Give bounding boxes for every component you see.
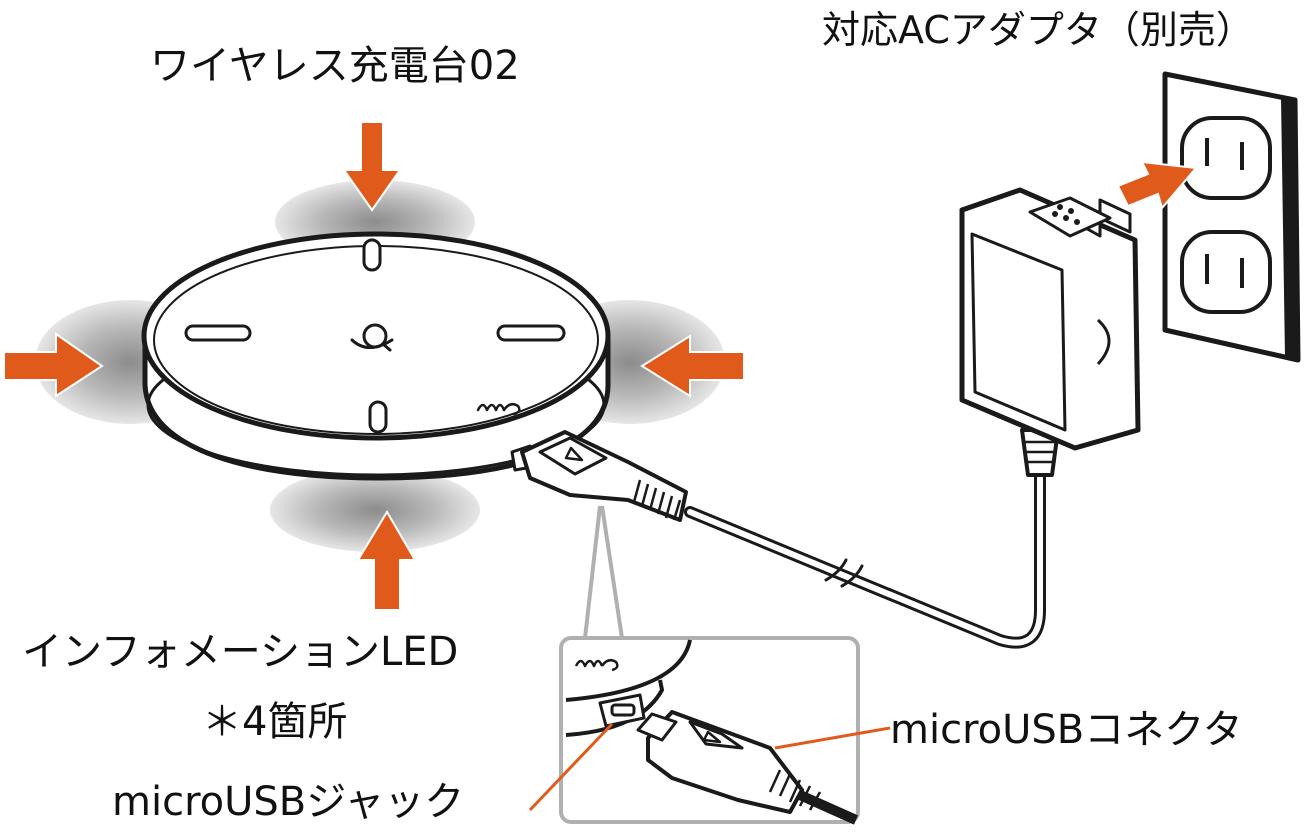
cable (684, 464, 1046, 649)
ac-adapter (959, 187, 1141, 477)
arrow-bottom (356, 510, 417, 611)
plug-grip (632, 479, 682, 521)
callout-guide (583, 505, 624, 639)
arrow-adapter-to-outlet (1116, 160, 1198, 211)
adapter-top-plate (1028, 196, 1112, 238)
inset-connector-triangle-icon (702, 730, 722, 744)
adapter-vent-dots (1052, 204, 1080, 225)
label-micro-usb-connector: microUSBコネクタ (890, 707, 1243, 753)
led-slot-right (496, 324, 566, 342)
arrow-top (342, 121, 402, 212)
outlet-plate-side (1281, 97, 1299, 361)
arrow-right (640, 334, 745, 398)
label-information-led: インフォメーションLED (22, 629, 459, 675)
leader-jack (528, 722, 614, 812)
inset-cable (797, 790, 859, 825)
label-led-count: ＊4箇所 (202, 699, 348, 745)
led-slot-left (184, 324, 252, 342)
inset-plug-top-face (688, 720, 744, 750)
leader-lines (528, 722, 891, 812)
inset-charger-edge (565, 639, 692, 702)
led-glow-bottom (270, 468, 480, 552)
label-wireless-charger: ワイヤレス充電台02 (150, 43, 520, 89)
wall-outlet (1162, 71, 1301, 363)
connector-triangle-icon (564, 446, 584, 462)
inset-plug-body (646, 710, 804, 814)
outlet-socket-upper (1180, 116, 1272, 200)
inset-plug-grip (768, 769, 822, 811)
micro-usb-plug (520, 430, 688, 522)
inset-jack-port (610, 703, 636, 717)
cable-break (824, 558, 864, 588)
led-slot-bottom (368, 400, 388, 434)
outlet-slots (1205, 138, 1244, 288)
cable-fill (687, 467, 1043, 646)
leader-connector (774, 726, 891, 750)
outlet-socket-lower (1180, 230, 1272, 314)
inset-callout (559, 636, 860, 825)
label-micro-usb-jack: microUSBジャック (112, 779, 465, 825)
charger-top (141, 231, 611, 441)
cable-outline (684, 464, 1046, 649)
inset-plug-tip (636, 712, 678, 742)
led-slot-top (362, 238, 382, 272)
adapter-front-face (970, 232, 1067, 432)
qi-wireless-logo-icon (350, 323, 394, 352)
arrow-left (3, 332, 104, 398)
wireless-charger (141, 231, 611, 481)
adapter-boot-ribs (1025, 440, 1055, 464)
label-ac-adapter: 対応ACアダプタ（別売） (822, 8, 1254, 52)
brand-logo-icon (476, 402, 521, 416)
adapter-side-notch (1096, 318, 1111, 366)
inset-brand-logo-icon (574, 658, 619, 672)
